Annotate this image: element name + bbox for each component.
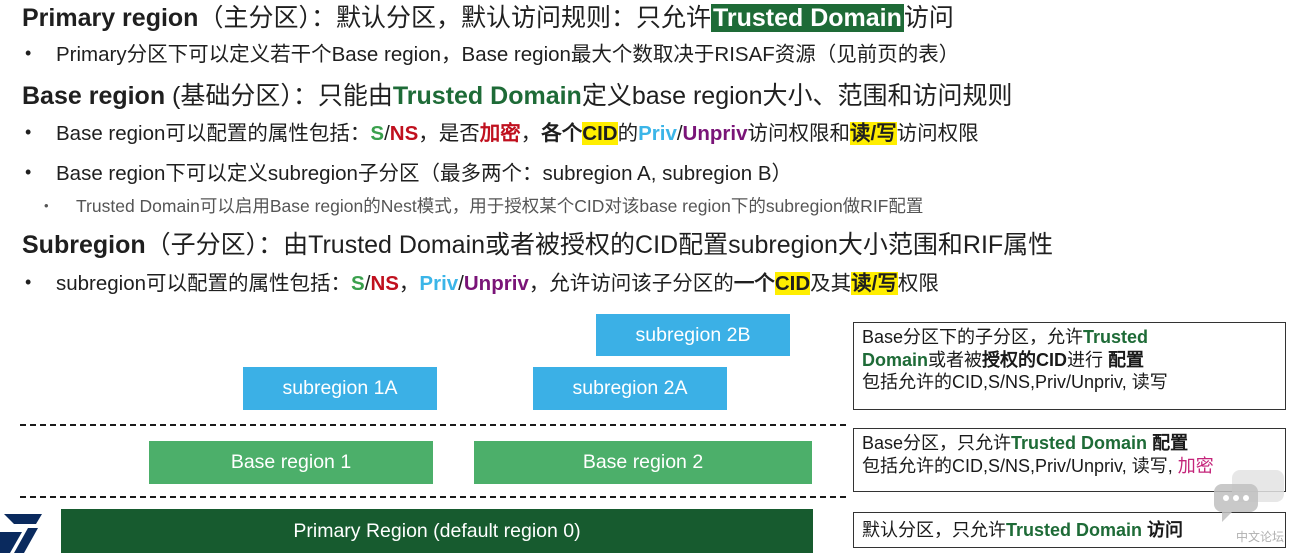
bullet-dot: • xyxy=(25,122,32,142)
primary-region-text: 默认分区，默认访问规则：只允许 xyxy=(335,4,711,32)
note-base-line1: Base分区，只允许Trusted Domain 配置 xyxy=(862,432,1277,455)
note3-trusted: Trusted Domain xyxy=(1006,520,1143,540)
primary-bullet-1: Primary分区下可以定义若干个Base region，Base region… xyxy=(56,43,960,66)
base-b1-t1: Base region可以配置的属性包括： xyxy=(56,122,371,145)
primary-region-title: Primary region xyxy=(22,4,199,32)
sub-b1-s: S xyxy=(351,272,365,295)
note1-authorized-cid: 授权的CID xyxy=(982,349,1068,370)
sub-b1-slash1: / xyxy=(364,272,371,295)
base-trusted-domain: Trusted Domain xyxy=(392,82,582,110)
base-b1-t6: 访问权限 xyxy=(896,122,979,145)
note1-domain: Domain xyxy=(862,349,929,370)
note3-a: 默认分区，只允许 xyxy=(862,520,1006,540)
base-bullet-2: Base region下可以定义subregion子分区（最多两个：subreg… xyxy=(56,162,793,185)
base-region-1-box: Base region 1 xyxy=(149,441,433,484)
sub-b1-one: 一个 xyxy=(733,272,775,295)
base-bullet-1: Base region可以配置的属性包括：S/NS，是否加密，各个CID的Pri… xyxy=(56,120,979,148)
trusted-domain-highlight: Trusted Domain xyxy=(710,4,904,32)
subregion-paren: （子分区）： xyxy=(145,231,284,259)
note1-l1a: Base分区下的子分区，允许 xyxy=(862,327,1084,347)
base-b1-cid: CID xyxy=(582,122,618,145)
subregion-heading: Subregion（子分区）：由Trusted Domain或者被授权的CID配… xyxy=(22,229,1053,261)
base-b1-rw: 读/写 xyxy=(849,122,897,145)
note1-trusted: Trusted xyxy=(1083,327,1149,347)
note-primary: 默认分区，只允许Trusted Domain 访问 xyxy=(853,512,1286,548)
sub-bullet-dot: • xyxy=(44,198,49,213)
dashed-divider-top xyxy=(20,424,846,426)
chat-bubble-watermark-icon xyxy=(1214,470,1284,522)
note-base-line2: 包括允许的CID,S/NS,Priv/Unpriv, 读写, 加密 xyxy=(862,455,1277,478)
base-b1-slash2: / xyxy=(676,122,683,145)
base-bullet-3: Trusted Domain可以启用Base region的Nest模式，用于授… xyxy=(76,196,924,216)
sub-b1-t4: 及其 xyxy=(810,272,852,295)
dashed-divider-bottom xyxy=(20,496,846,498)
note1-l2b: 或者被 xyxy=(928,349,983,370)
base-region-heading: Base region (基础分区）：只能由Trusted Domain定义ba… xyxy=(22,80,1012,112)
primary-region-box: Primary Region (default region 0) xyxy=(61,509,813,553)
note2-l2a: 包括允许的CID,S/NS,Priv/Unpriv, 读写, xyxy=(862,455,1178,476)
primary-region-heading: Primary region（主分区）：默认分区，默认访问规则：只允许Trust… xyxy=(22,2,954,34)
note-subregion-line1: Base分区下的子分区，允许Trusted xyxy=(862,326,1277,349)
note2-trusted: Trusted Domain xyxy=(1011,433,1148,453)
bullet-dot: • xyxy=(25,43,32,63)
sub-b1-t3: ，允许访问该子分区的 xyxy=(528,272,734,295)
base-b1-slash1: / xyxy=(384,122,390,145)
note-subregion-line2: Domain或者被授权的CID进行 配置 xyxy=(862,349,1277,372)
primary-region-paren: （主分区）： xyxy=(198,4,336,32)
sub-b1-t2: ， xyxy=(398,272,420,295)
sub-b1-rw: 读/写 xyxy=(851,272,898,295)
subregion-1a-box: subregion 1A xyxy=(243,367,437,410)
primary-region-end: 访问 xyxy=(903,4,954,32)
base-region-paren: (基础分区）： xyxy=(165,82,318,110)
base-region-text2: 定义base region大小、范围和访问规则 xyxy=(581,82,1013,110)
base-b1-priv: Priv xyxy=(638,122,677,145)
base-b1-ns: NS xyxy=(389,122,419,145)
note-subregion-line3: 包括允许的CID,S/NS,Priv/Unpriv, 读写 xyxy=(862,372,1168,392)
note-subregion: Base分区下的子分区，允许Trusted Domain或者被授权的CID进行 … xyxy=(853,322,1286,410)
base-b1-s: S xyxy=(370,122,385,145)
note2-encrypt: 加密 xyxy=(1177,455,1214,476)
subregion-2b-box: subregion 2B xyxy=(596,314,790,356)
sub-b1-t1: subregion可以配置的属性包括： xyxy=(56,272,352,295)
note2-l1a: Base分区，只允许 xyxy=(862,433,1012,453)
st-logo-icon xyxy=(0,514,42,553)
base-b1-each: 各个 xyxy=(541,122,583,145)
sub-b1-slash2: / xyxy=(458,272,464,295)
bullet-dot: • xyxy=(25,162,32,182)
base-b1-t4: 的 xyxy=(617,122,639,145)
base-b1-t5: 访问权限和 xyxy=(747,122,850,145)
base-region-title: Base region xyxy=(22,82,166,110)
subregion-2a-box: subregion 2A xyxy=(533,367,727,410)
note-base: Base分区，只允许Trusted Domain 配置 包括允许的CID,S/N… xyxy=(853,428,1286,492)
bullet-dot: • xyxy=(25,272,32,292)
sub-b1-ns: NS xyxy=(370,272,399,295)
base-b1-unpriv: Unpriv xyxy=(682,122,748,145)
base-b1-encrypt: 加密 xyxy=(479,122,521,145)
sub-b1-cid: CID xyxy=(774,272,811,295)
subregion-bullet-1: subregion可以配置的属性包括：S/NS，Priv/Unpriv，允许访问… xyxy=(56,270,939,298)
sub-b1-unpriv: Unpriv xyxy=(463,272,529,295)
base-region-2-box: Base region 2 xyxy=(474,441,812,484)
base-region-text1: 只能由 xyxy=(317,82,393,110)
note3-access: 访问 xyxy=(1142,520,1184,540)
sub-b1-t5: 权限 xyxy=(897,272,939,295)
base-b1-t2: ，是否 xyxy=(418,122,480,145)
subregion-text: 由Trusted Domain或者被授权的CID配置subregion大小范围和… xyxy=(283,231,1054,259)
subregion-title: Subregion xyxy=(22,231,146,259)
base-b1-t3: ， xyxy=(520,122,542,145)
watermark-text: 中文论坛 xyxy=(1236,530,1285,544)
sub-b1-priv: Priv xyxy=(419,272,459,295)
note1-l2d: 进行 xyxy=(1067,349,1104,370)
note2-config: 配置 xyxy=(1147,433,1189,453)
note1-config: 配置 xyxy=(1103,349,1145,370)
